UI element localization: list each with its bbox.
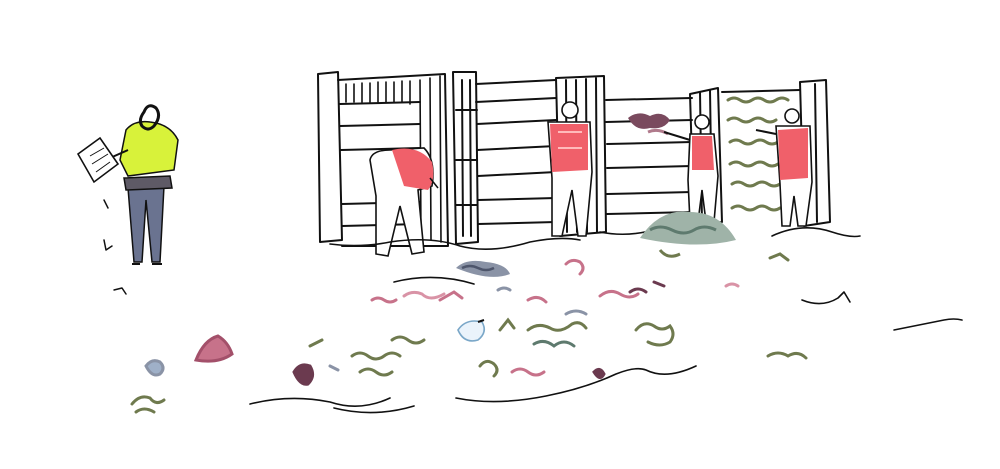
- waste-pile-greyblue: [456, 260, 510, 277]
- waste-scraps: [130, 252, 808, 414]
- worker-pointing: [663, 114, 719, 223]
- worker-at-green-bay: [755, 108, 813, 227]
- worker-standing-back: [547, 101, 593, 237]
- bottle-icon: [457, 319, 486, 342]
- plum-waste-bay: [628, 113, 670, 136]
- ground-marks-left: [103, 199, 127, 295]
- worker-bending: [369, 147, 439, 257]
- waste-pile-teal: [640, 211, 736, 258]
- ground-lines: [249, 224, 963, 414]
- clipboard-icon: [76, 136, 120, 184]
- worker-with-clipboard: [76, 104, 179, 265]
